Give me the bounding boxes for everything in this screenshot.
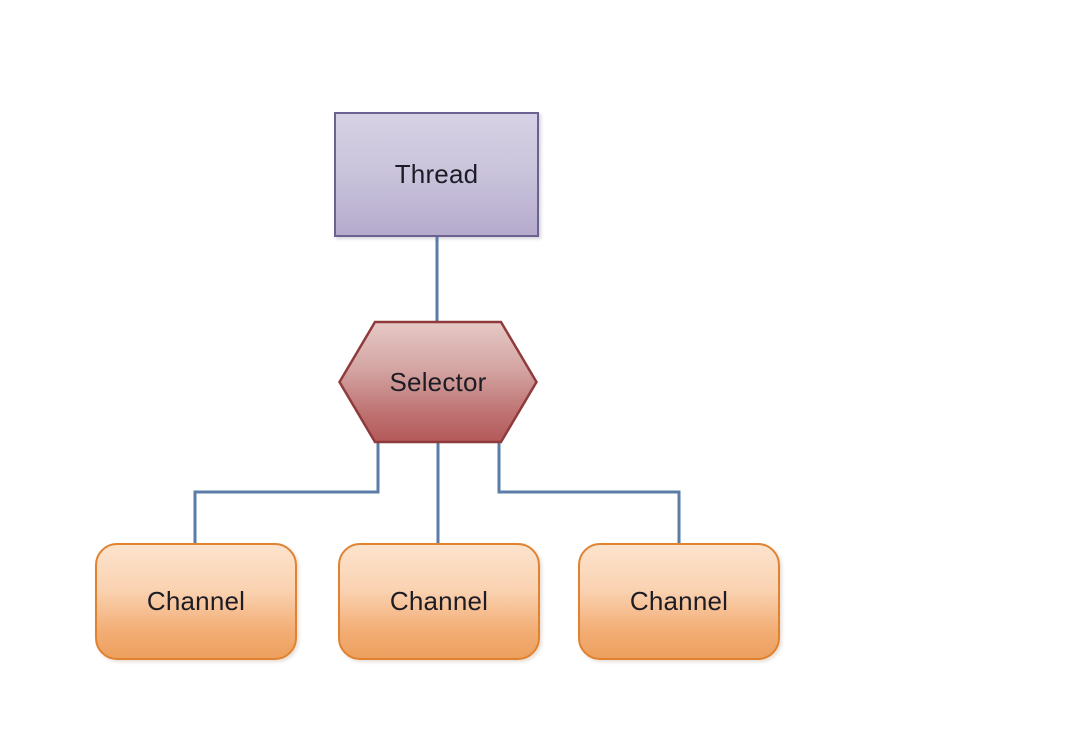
node-channel-2[interactable]: Channel: [578, 543, 780, 660]
edge-selector-to-channel-2: [497, 440, 681, 545]
node-channel-1[interactable]: Channel: [338, 543, 540, 660]
node-channel-1-label: Channel: [389, 586, 489, 616]
edge-selector-to-channel-0: [193, 440, 380, 545]
node-channel-2-label: Channel: [629, 586, 729, 616]
node-selector-label: Selector: [389, 366, 487, 397]
node-channel-0[interactable]: Channel: [95, 543, 297, 660]
node-thread-label: Thread: [394, 159, 479, 189]
node-channel-0-label: Channel: [146, 586, 246, 616]
node-thread[interactable]: Thread: [334, 112, 539, 237]
node-selector[interactable]: Selector: [338, 320, 538, 444]
